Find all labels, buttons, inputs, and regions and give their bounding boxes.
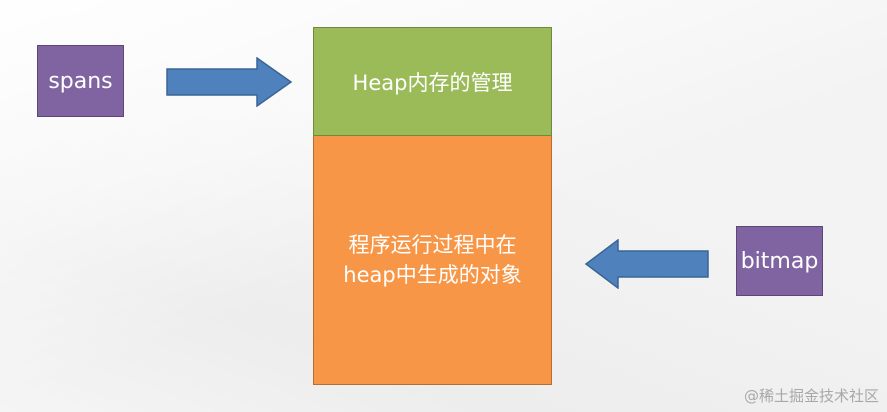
heap-management-label: Heap内存的管理 [352, 70, 513, 95]
bitmap-label: bitmap [740, 248, 819, 274]
bitmap-node: bitmap [736, 226, 823, 296]
heap-objects-label-line1: 程序运行过程中在 [348, 232, 517, 257]
spans-label: spans [48, 68, 113, 94]
arrow-left-icon [584, 239, 709, 289]
watermark: @稀土掘金技术社区 [743, 387, 879, 405]
heap-objects-block: 程序运行过程中在 heap中生成的对象 [313, 136, 552, 385]
heap-management-block: Heap内存的管理 [313, 27, 552, 136]
arrow-right-icon [166, 57, 293, 107]
spans-node: spans [37, 45, 124, 117]
heap-objects-label-line2: heap中生成的对象 [343, 263, 522, 287]
